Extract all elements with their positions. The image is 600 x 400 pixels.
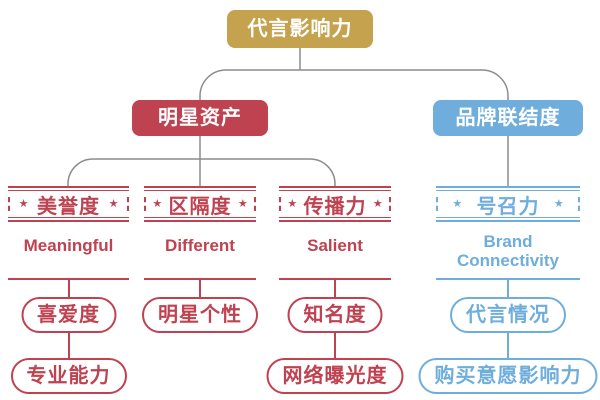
leaf-node: 专业能力 [10,358,127,394]
column-brand-connectivity: ★ 号召力 ★ Brand Connectivity 代言情况 购买意愿影响力 [418,186,598,400]
rule-line [144,220,256,222]
branch-node-star-assets: 明星资产 [132,100,268,136]
leaf-node: 知名度 [287,297,383,333]
rule-line [436,220,580,222]
rule-line [279,186,391,188]
column-english-label: Salient [307,236,363,255]
column-header: ★ 传播力 ★ [279,192,391,218]
column-header: ★ 美誉度 ★ [8,192,129,218]
connector-line [507,331,509,358]
column-header: ★ 号召力 ★ [436,192,580,218]
star-icon: ★ [152,198,163,210]
rule-line [144,190,256,191]
edge-dash-icon [8,197,10,211]
rule-line [8,190,129,191]
rule-line [436,190,580,191]
rule-line [436,217,580,218]
branch-node-brand-connectivity: 品牌联结度 [433,100,583,136]
star-icon: ★ [18,198,29,210]
edge-dash-icon [254,197,256,211]
rule-line [279,220,391,222]
rule-line [8,186,129,188]
column-salient: ★ 传播力 ★ Salient 知名度 网络曝光度 [266,186,404,400]
connector-line [334,331,336,358]
leaf-node: 网络曝光度 [266,358,404,394]
star-icon: ★ [237,198,248,210]
leaf-node: 喜爱度 [21,297,116,333]
rule-line [144,217,256,218]
connector-line [67,331,70,358]
connector-line [67,278,70,298]
leaf-node: 明星个性 [142,297,258,333]
column-header-label: 号召力 [476,195,540,218]
connector-line [199,278,201,298]
rule-line [144,186,256,188]
connector-root-branch [199,69,509,100]
connector-star-assets-branch [67,158,336,186]
column-different: ★ 区隔度 ★ Different 明星个性 [142,186,258,400]
star-icon: ★ [372,198,383,210]
rule-line [436,186,580,188]
star-icon: ★ [553,198,564,210]
edge-dash-icon [127,197,129,211]
column-header-label: 美誉度 [37,195,100,218]
connector-line [334,278,336,298]
column-header: ★ 区隔度 ★ [144,192,256,218]
column-header-label: 传播力 [303,195,367,218]
column-english-label: Different [165,236,235,255]
column-header-label: 区隔度 [168,195,232,218]
leaf-node: 购买意愿影响力 [418,358,598,394]
rule-line [279,190,391,191]
rule-line [8,217,129,218]
column-english-label: Brand Connectivity [456,232,560,270]
edge-dash-icon [578,197,580,211]
root-node: 代言影响力 [227,10,373,48]
column-english-label: Meaningful [23,236,114,255]
edge-dash-icon [436,197,438,211]
edge-dash-icon [279,197,281,211]
edge-dash-icon [389,197,391,211]
connector-line [507,278,509,298]
leaf-node: 代言情况 [450,297,566,333]
rule-line [279,217,391,218]
star-icon: ★ [287,198,298,210]
rule-line [8,220,129,222]
edge-dash-icon [144,197,146,211]
column-meaningful: ★ 美誉度 ★ Meaningful 喜爱度 专业能力 [8,186,129,400]
star-icon: ★ [452,198,463,210]
star-icon: ★ [108,198,119,210]
